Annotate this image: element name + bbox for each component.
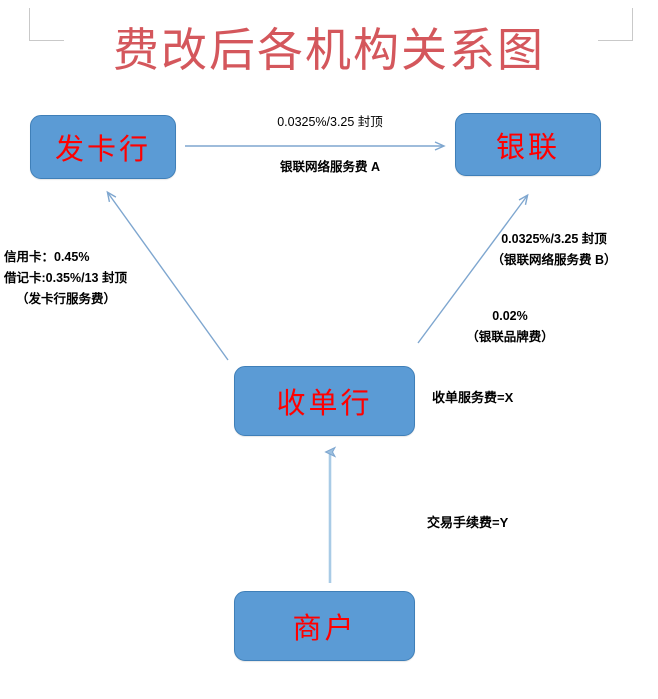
label-brand-fee-rate: 0.02% xyxy=(492,309,528,323)
node-issuer[interactable]: 发卡行 xyxy=(30,115,176,179)
page-title: 费改后各机构关系图 xyxy=(113,25,545,76)
label-transaction-fee: 交易手续费=Y xyxy=(427,515,509,530)
label-unionpay-brand-fee: 0.02% （银联品牌费） xyxy=(440,306,580,348)
node-unionpay[interactable]: 银联 xyxy=(455,113,601,176)
label-credit-card-rate: 信用卡：0.45% xyxy=(4,250,90,264)
label-network-fee-b-rate: 0.0325%/3.25 封顶 xyxy=(501,232,607,246)
label-acquirer-issuer-fees: 信用卡：0.45% 借记卡:0.35%/13 封顶 （发卡行服务费） xyxy=(4,247,204,310)
node-merchant[interactable]: 商户 xyxy=(234,591,415,661)
node-acquirer[interactable]: 收单行 xyxy=(234,366,415,436)
label-acquirer-service-fee: 收单服务费=X xyxy=(432,390,514,405)
label-issuer-service-fee-name: （发卡行服务费） xyxy=(16,292,117,306)
label-brand-fee-name: （银联品牌费） xyxy=(466,330,554,344)
label-debit-card-rate: 借记卡:0.35%/13 封顶 xyxy=(4,271,127,285)
label-issuer-unionpay-rate: 0.0325%/3.25 封顶 xyxy=(277,115,383,129)
label-network-fee-b-name: （银联网络服务费 B） xyxy=(491,253,617,267)
label-unionpay-network-fee-b: 0.0325%/3.25 封顶 （银联网络服务费 B） xyxy=(452,229,656,271)
label-issuer-unionpay-name: 银联网络服务费 A xyxy=(279,160,380,174)
